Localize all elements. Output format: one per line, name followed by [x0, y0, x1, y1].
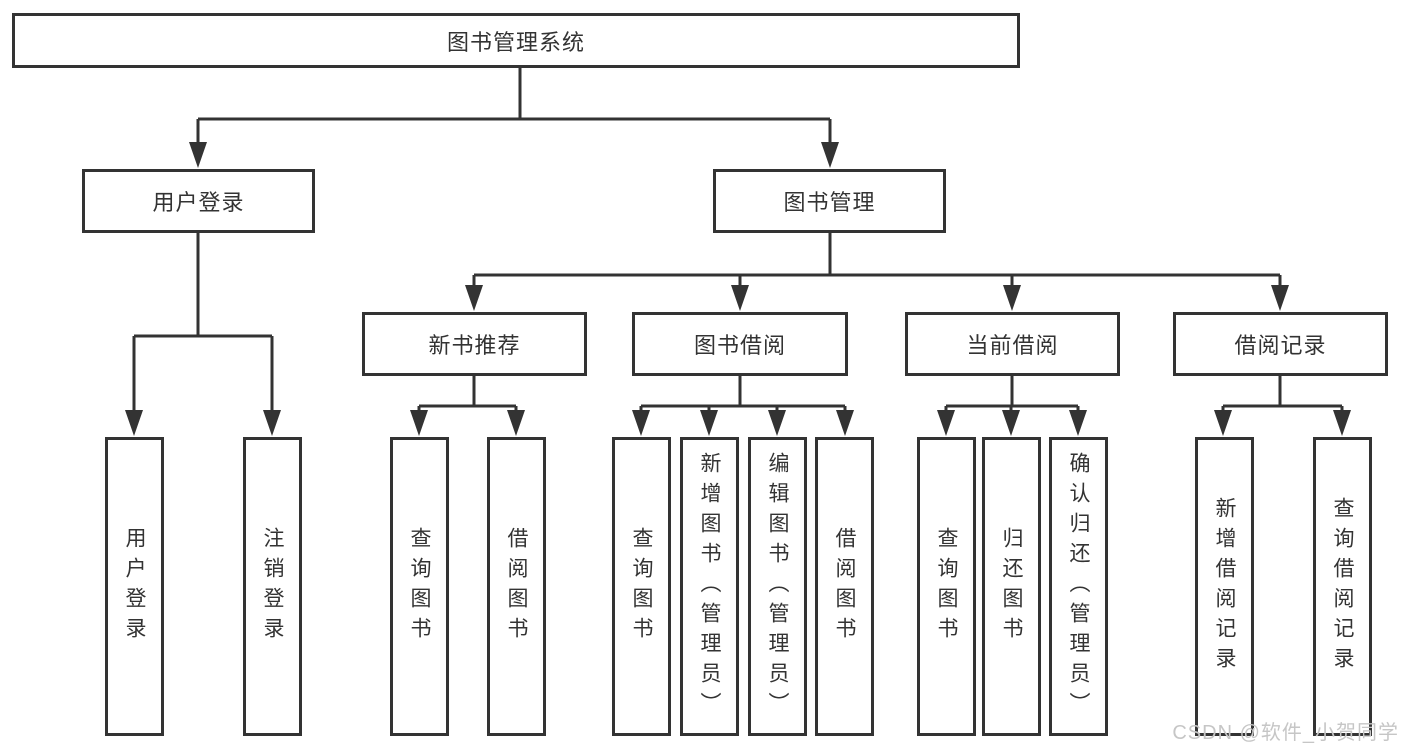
node-new-book-recommend: 新书推荐 [362, 312, 587, 376]
leaf-return-book: 归还图书 [982, 437, 1041, 736]
leaf-add-borrow-record: 新增借阅记录 [1195, 437, 1254, 736]
leaf-user-login: 用户登录 [105, 437, 164, 736]
leaf-label: 查询图书 [408, 526, 431, 647]
node-user-login: 用户登录 [82, 169, 315, 233]
node-book-borrow: 图书借阅 [632, 312, 848, 376]
node-new-book-recommend-label: 新书推荐 [428, 333, 521, 358]
node-root-label: 图书管理系统 [446, 29, 585, 55]
node-book-borrow-label: 图书借阅 [693, 333, 786, 358]
leaf-label: 查询图书 [935, 526, 958, 647]
node-book-management: 图书管理 [713, 169, 946, 233]
leaf-query-borrow-record: 查询借阅记录 [1313, 437, 1372, 736]
leaf-query-books-current: 查询图书 [917, 437, 976, 736]
leaf-label: 确认归还（管理员） [1067, 451, 1090, 722]
leaf-confirm-return-admin: 确认归还（管理员） [1049, 437, 1108, 736]
node-current-borrow-label: 当前借阅 [966, 333, 1059, 358]
leaf-label: 新增图书（管理员） [698, 451, 721, 722]
node-current-borrow: 当前借阅 [905, 312, 1120, 376]
leaf-add-book-admin: 新增图书（管理员） [680, 437, 739, 736]
leaf-query-books-recommend: 查询图书 [390, 437, 449, 736]
leaf-label: 借阅图书 [505, 526, 528, 647]
arrowhead-icons [125, 142, 1351, 436]
leaf-label: 注销登录 [261, 526, 284, 647]
node-borrow-records-label: 借阅记录 [1234, 333, 1327, 358]
node-borrow-records: 借阅记录 [1173, 312, 1388, 376]
leaf-label: 编辑图书（管理员） [766, 451, 789, 722]
leaf-borrow-books-recommend: 借阅图书 [487, 437, 546, 736]
leaf-label: 新增借阅记录 [1213, 496, 1236, 677]
leaf-borrow-books: 借阅图书 [815, 437, 874, 736]
node-user-login-label: 用户登录 [152, 190, 245, 215]
node-root: 图书管理系统 [12, 13, 1020, 68]
leaf-edit-book-admin: 编辑图书（管理员） [748, 437, 807, 736]
leaf-logout: 注销登录 [243, 437, 302, 736]
leaf-label: 归还图书 [1000, 526, 1023, 647]
leaf-label: 查询图书 [630, 526, 653, 647]
leaf-label: 用户登录 [123, 526, 146, 647]
watermark: CSDN @软件_小贺同学 [1172, 722, 1399, 744]
leaf-query-books-borrow: 查询图书 [612, 437, 671, 736]
node-book-management-label: 图书管理 [783, 190, 876, 215]
leaf-label: 借阅图书 [833, 526, 856, 647]
leaf-label: 查询借阅记录 [1331, 496, 1354, 677]
